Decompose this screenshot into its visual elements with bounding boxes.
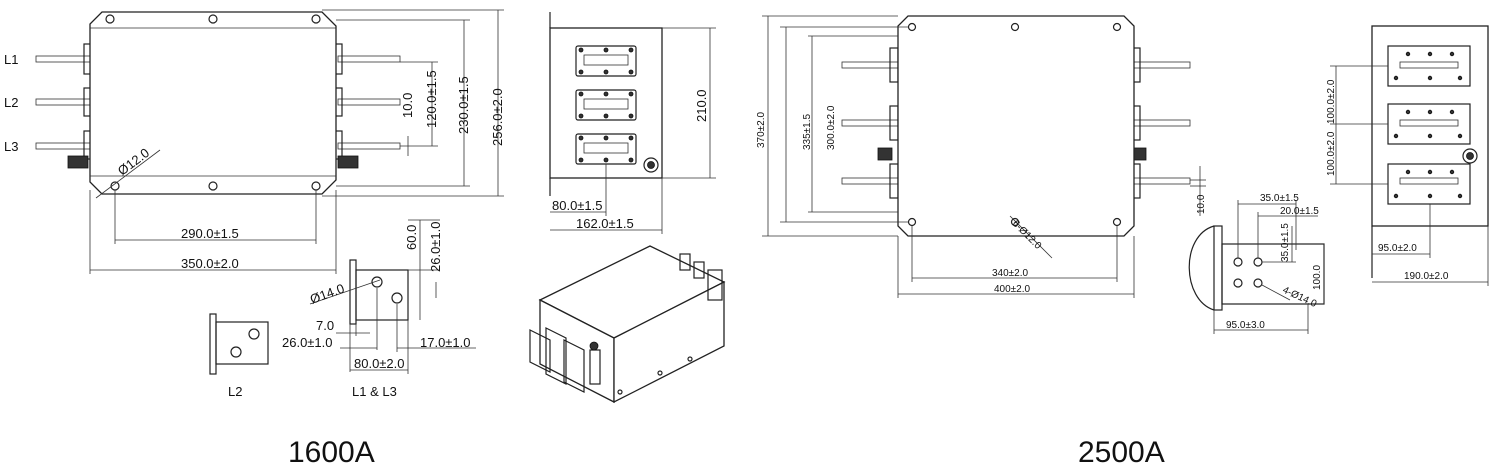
dim-230: 230.0±1.5 [456, 76, 471, 134]
dim-120: 120.0±1.5 [424, 70, 439, 128]
dim-350: 350.0±2.0 [181, 256, 239, 271]
busbar-label-l2: L2 [228, 384, 242, 399]
busbar-dim-26v: 26.0±1.0 [428, 221, 443, 272]
side-dim-162: 162.0±1.5 [576, 216, 634, 231]
busbar-dim-7: 7.0 [316, 318, 334, 333]
terminal-block-2 [575, 89, 637, 121]
front-view-1600a: L1 L2 L3 Ø12.0 290.0±1.5 350.0±2.0 10.0 … [4, 9, 505, 274]
side-view-1600a: 210.0 80.0±1.5 162.0±1.5 [549, 12, 716, 234]
busbar-dim-35h: 35.0±1.5 [1260, 193, 1299, 204]
terminal-label-l1: L1 [4, 52, 18, 67]
busbar-dim-100: 100.0 [1312, 265, 1323, 290]
title-2500a: 2500A [1078, 436, 1165, 465]
busbar-hole-dia: Ø14.0 [308, 281, 346, 307]
terminal-label-l2: L2 [4, 95, 18, 110]
busbar-dim-17: 17.0±1.0 [420, 335, 471, 350]
dim-290: 290.0±1.5 [181, 226, 239, 241]
side-dim-95: 95.0±2.0 [1378, 243, 1417, 254]
side-dim-80: 80.0±1.5 [552, 198, 603, 213]
dim-400: 400±2.0 [994, 284, 1031, 295]
side-terminal-1 [1387, 45, 1471, 87]
side-dim-100a: 100.0±2.0 [1326, 79, 1337, 124]
busbar-detail-2500a: 35.0±1.5 20.0±1.5 35.0±1.5 100.0 4-Ø14.0… [1188, 193, 1325, 334]
busbar-dim-35v: 35.0±1.5 [1280, 223, 1291, 262]
isometric-view-1600a [529, 245, 726, 404]
dim-370: 370±2.0 [756, 111, 767, 148]
busbar-details-1600a: L2 L1 & L3 Ø14.0 60.0 26.0±1.0 7.0 26.0±… [209, 219, 476, 399]
side-dim-190: 190.0±2.0 [1404, 271, 1449, 282]
title-1600a: 1600A [288, 436, 375, 465]
busbar-dim-20: 20.0±1.5 [1280, 206, 1319, 217]
terminal-label-l3: L3 [4, 139, 18, 154]
busbar-label-l1-l3: L1 & L3 [352, 384, 397, 399]
dim-300: 300.0±2.0 [826, 105, 837, 150]
side-view-2500a: 100.0±2.0 100.0±2.0 95.0±2.0 190.0±2.0 [1326, 25, 1489, 286]
dim-256: 256.0±2.0 [490, 88, 505, 146]
side-dim-210: 210.0 [694, 89, 709, 122]
dim-335: 335±1.5 [802, 113, 813, 150]
busbar-dim-95: 95.0±3.0 [1226, 320, 1265, 331]
dim-340: 340±2.0 [992, 268, 1029, 279]
front-view-2500a: 6-Ø12.0 370±2.0 335±1.5 300.0±2.0 10.0 3… [756, 15, 1207, 298]
busbar-dim-60: 60.0 [404, 225, 419, 250]
dim-10: 10.0 [400, 93, 415, 118]
busbar-dim-26h: 26.0±1.0 [282, 335, 333, 350]
busbar-dim-80: 80.0±2.0 [354, 356, 405, 371]
dim-10-right: 10.0 [1196, 194, 1207, 214]
side-dim-100b: 100.0±2.0 [1326, 131, 1337, 176]
terminal-block-1 [575, 45, 637, 77]
